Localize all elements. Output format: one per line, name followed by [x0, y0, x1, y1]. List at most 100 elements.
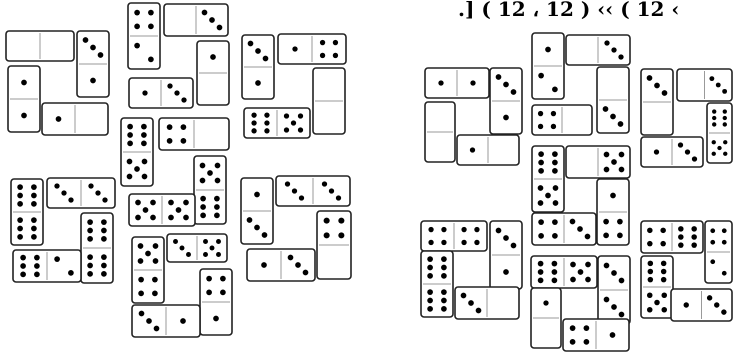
- right-group-domino-tile[interactable]: [565, 145, 631, 179]
- left-group-domino-tile[interactable]: [196, 40, 230, 106]
- pip: [721, 309, 726, 314]
- right-group-domino-tile[interactable]: [489, 67, 523, 135]
- left-group-domino-tile[interactable]: [76, 30, 110, 98]
- pip: [552, 261, 558, 267]
- domino-face: [193, 155, 227, 225]
- right-group-domino-tile[interactable]: [640, 136, 704, 168]
- right-group-domino-tile[interactable]: [424, 101, 456, 163]
- left-group-domino-tile[interactable]: [12, 249, 82, 283]
- domino-face: [530, 287, 562, 349]
- pip: [207, 170, 213, 176]
- domino-face: [640, 136, 704, 168]
- pip: [604, 263, 610, 269]
- pip: [496, 228, 502, 234]
- right-group-domino-tile[interactable]: [704, 220, 733, 284]
- pip: [710, 240, 715, 245]
- pip: [216, 252, 221, 257]
- pip: [167, 83, 172, 88]
- left-group-domino-tile[interactable]: [199, 268, 233, 336]
- pip: [611, 270, 617, 276]
- left-group-domino-tile[interactable]: [316, 210, 352, 280]
- left-group-domino-tile[interactable]: [193, 155, 227, 225]
- pip: [202, 10, 208, 16]
- left-group-domino-tile[interactable]: [10, 178, 44, 246]
- pip: [570, 219, 576, 225]
- pip: [217, 25, 223, 31]
- left-group-domino-tile[interactable]: [41, 102, 109, 136]
- pip: [538, 219, 544, 225]
- left-group-domino-tile[interactable]: [277, 33, 347, 65]
- right-group-domino-tile[interactable]: [565, 34, 631, 66]
- pip: [438, 80, 443, 85]
- right-group-domino-tile[interactable]: [530, 255, 598, 289]
- left-group-domino-tile[interactable]: [166, 233, 228, 263]
- pip: [648, 261, 654, 267]
- left-group-domino-tile[interactable]: [120, 117, 154, 187]
- right-group-domino-tile[interactable]: [640, 255, 674, 319]
- right-group-domino-tile[interactable]: [489, 220, 523, 290]
- pip: [691, 234, 697, 240]
- left-group-domino-tile[interactable]: [128, 193, 196, 227]
- pip: [284, 113, 289, 118]
- right-group-domino-tile[interactable]: [640, 220, 704, 254]
- right-group-domino-tile[interactable]: [597, 255, 631, 325]
- domino-face: [424, 67, 490, 99]
- left-group-domino-tile[interactable]: [127, 2, 161, 70]
- left-group-domino-tile[interactable]: [131, 304, 201, 338]
- pip: [551, 111, 556, 116]
- pip: [503, 269, 509, 275]
- right-group-domino-tile[interactable]: [530, 287, 562, 349]
- left-group-domino-tile[interactable]: [80, 212, 114, 284]
- pip: [101, 254, 107, 260]
- pip: [691, 226, 697, 232]
- left-group-domino-tile[interactable]: [128, 77, 194, 109]
- right-group-domino-tile[interactable]: [670, 288, 733, 322]
- right-group-domino-tile[interactable]: [531, 212, 597, 246]
- pip: [247, 217, 253, 223]
- left-group-domino-tile[interactable]: [5, 30, 75, 62]
- right-group-domino-tile[interactable]: [420, 250, 454, 318]
- pip: [545, 47, 551, 53]
- left-group-domino-tile[interactable]: [246, 248, 316, 282]
- pip: [139, 311, 145, 317]
- left-group-domino-tile[interactable]: [240, 177, 274, 245]
- right-group-domino-tile[interactable]: [420, 220, 488, 252]
- right-group-domino-tile[interactable]: [454, 286, 520, 320]
- left-group-domino-tile[interactable]: [243, 107, 311, 139]
- pip: [538, 233, 544, 239]
- left-group-domino-tile[interactable]: [158, 117, 230, 151]
- left-group-domino-tile[interactable]: [241, 34, 275, 100]
- right-group-domino-tile[interactable]: [562, 318, 630, 352]
- right-group-domino-tile[interactable]: [676, 68, 733, 102]
- right-group-domino-tile[interactable]: [456, 134, 520, 166]
- right-group-domino-tile[interactable]: [531, 104, 593, 136]
- left-group-domino-tile[interactable]: [7, 65, 41, 133]
- left-group-domino-tile[interactable]: [163, 3, 229, 37]
- pip: [617, 219, 623, 225]
- left-group-domino-tile[interactable]: [312, 67, 346, 135]
- pip: [142, 90, 147, 95]
- right-group-domino-tile[interactable]: [640, 68, 674, 136]
- right-group-domino-tile[interactable]: [424, 67, 490, 99]
- right-group-domino-tile[interactable]: [531, 32, 565, 100]
- left-group-domino-tile[interactable]: [275, 175, 351, 207]
- pip: [678, 226, 684, 232]
- right-group-domino-tile[interactable]: [596, 66, 630, 134]
- pip: [145, 251, 151, 257]
- pip: [476, 308, 482, 314]
- left-group-domino-tile[interactable]: [46, 177, 116, 209]
- pip: [474, 227, 479, 232]
- pip: [468, 300, 474, 306]
- pip: [206, 276, 212, 282]
- pip: [17, 226, 23, 232]
- right-group-domino-tile[interactable]: [531, 145, 565, 213]
- pip: [298, 113, 303, 118]
- pip: [661, 269, 667, 275]
- right-group-domino-tile[interactable]: [596, 178, 630, 246]
- domino-face: [246, 248, 316, 282]
- right-group-domino-tile[interactable]: [706, 102, 733, 164]
- pip: [150, 200, 156, 206]
- left-group-domino-tile[interactable]: [131, 236, 165, 304]
- pip: [186, 252, 191, 257]
- domino-face: [131, 304, 201, 338]
